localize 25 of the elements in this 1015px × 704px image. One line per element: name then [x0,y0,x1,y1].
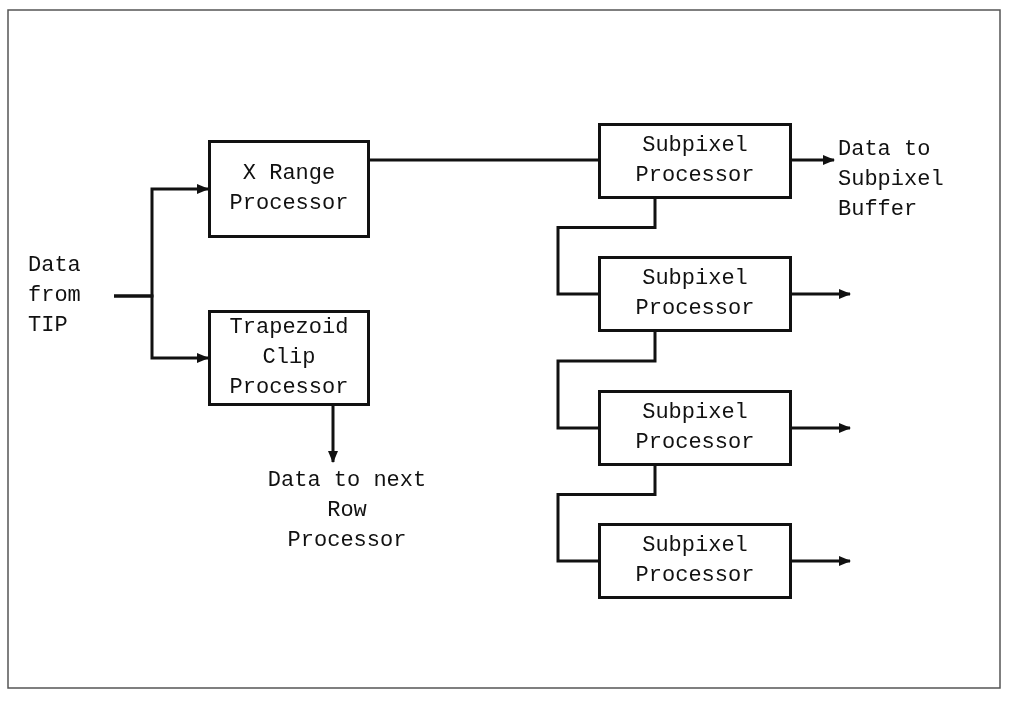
process-box [208,140,370,238]
arrow [792,155,835,165]
flow-label: Data to next Row Processor [266,467,428,555]
box-label: X Range Processor [228,160,350,218]
flow-label: Data to Subpixel Buffer [838,136,945,224]
arrow [792,289,851,299]
process-box [598,390,792,466]
arrow [792,556,851,566]
box-label: Subpixel Processor [634,399,756,457]
process-box [598,256,792,332]
box-label: Trapezoid Clip Processor [228,314,350,402]
process-box [598,523,792,599]
connector-line [556,466,657,563]
arrow [328,406,338,463]
connector-line [556,332,657,430]
box-label: Subpixel Processor [634,532,756,590]
process-box [598,123,792,199]
box-label: Subpixel Processor [634,132,756,190]
connector-line [556,199,657,296]
connector-line [370,158,598,162]
flow-label: Data from TIP [28,252,82,340]
arrow [114,294,209,363]
box-label: Subpixel Processor [634,265,756,323]
arrow [792,423,851,433]
process-box [208,310,370,406]
